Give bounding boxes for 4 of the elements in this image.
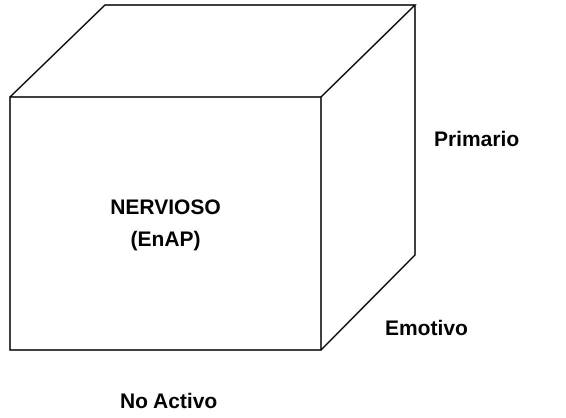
axis-label: Emotivo (385, 317, 468, 341)
cube-label: NERVIOSO (EnAP) (109, 194, 222, 252)
axis-label: No Activo (120, 390, 218, 414)
axis-label: Primario (434, 128, 520, 152)
